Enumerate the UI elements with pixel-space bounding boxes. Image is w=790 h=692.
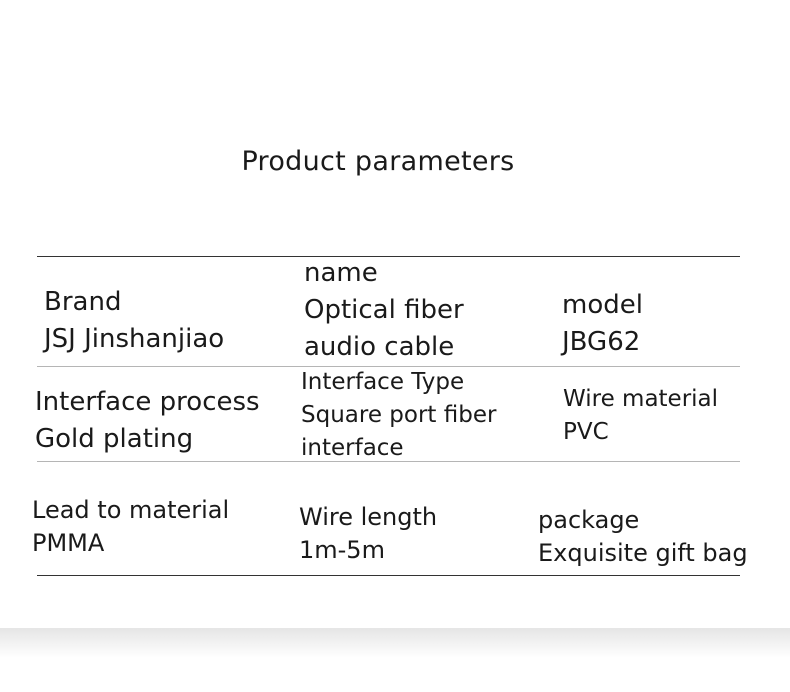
param-interface-type: Interface Type Square port fiber interfa… xyxy=(301,366,496,465)
param-name: name Optical fiber audio cable xyxy=(304,255,464,366)
param-value-line: Square port fiber xyxy=(301,402,497,428)
param-model: model JBG62 xyxy=(562,287,643,361)
product-parameters-card: Product parameters Brand JSJ Jinshanjiao… xyxy=(32,146,748,576)
param-label: model xyxy=(562,290,643,320)
param-interface-process: Interface process Gold plating xyxy=(35,384,260,458)
param-value: PVC xyxy=(563,419,609,445)
row-divider-1 xyxy=(37,366,740,367)
param-value: JSJ Jinshanjiao xyxy=(44,324,225,354)
table-top-rule xyxy=(37,256,740,257)
param-value: 1m-5m xyxy=(299,536,385,564)
param-label: package xyxy=(538,506,640,534)
param-label: Interface process xyxy=(35,387,260,417)
table-bottom-rule xyxy=(37,575,740,576)
param-value: PMMA xyxy=(32,529,105,557)
param-label: name xyxy=(304,258,378,288)
param-value-line: audio cable xyxy=(304,332,455,362)
param-package: package Exquisite gift bag xyxy=(538,504,748,570)
param-value: Gold plating xyxy=(35,424,194,454)
param-label: Wire length xyxy=(299,503,438,531)
row-divider-2 xyxy=(37,461,740,462)
param-wire-length: Wire length 1m-5m xyxy=(299,501,437,567)
param-wire-material: Wire material PVC xyxy=(563,383,718,449)
param-brand: Brand JSJ Jinshanjiao xyxy=(44,284,224,358)
param-label: Wire material xyxy=(563,386,719,412)
param-lead-material: Lead to material PMMA xyxy=(32,494,229,560)
param-label: Interface Type xyxy=(301,369,465,395)
param-value-line: Optical fiber xyxy=(304,295,464,325)
page-footer-area xyxy=(0,634,790,692)
card-shadow xyxy=(0,628,790,658)
param-value-line: interface xyxy=(301,435,404,461)
param-label: Brand xyxy=(44,287,122,317)
page-title: Product parameters xyxy=(241,146,515,177)
param-label: Lead to material xyxy=(32,496,230,524)
param-value: Exquisite gift bag xyxy=(538,539,748,567)
param-value: JBG62 xyxy=(562,327,641,357)
